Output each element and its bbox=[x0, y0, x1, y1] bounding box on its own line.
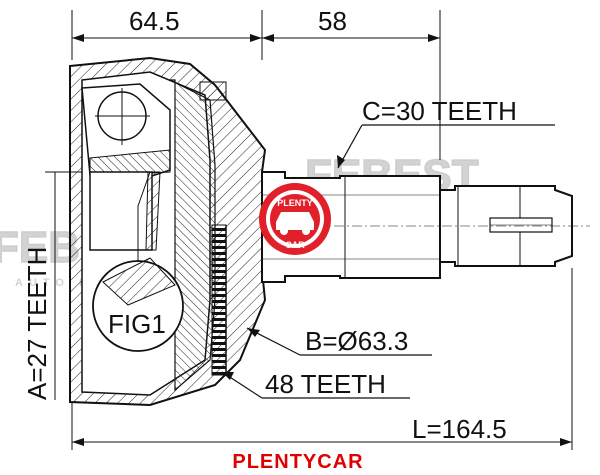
stamp-text-bottom: CAR bbox=[285, 240, 305, 250]
abs-ring bbox=[211, 224, 227, 376]
callouts: C=30 TEETH B=Ø63.3 48 TEETH bbox=[221, 96, 555, 399]
figure-label: FIG1 bbox=[108, 309, 166, 339]
dimension-top-left: 64.5 bbox=[129, 6, 180, 36]
fig1-detail: FIG1 bbox=[92, 171, 184, 352]
abs-ring-teeth-label: 48 TEETH bbox=[265, 369, 386, 399]
abs-ring-diameter-label: B=Ø63.3 bbox=[305, 326, 408, 356]
outer-spline-label: C=30 TEETH bbox=[362, 96, 517, 126]
total-length-dimension: L=164.5 bbox=[71, 268, 573, 450]
ball-cage bbox=[81, 83, 171, 251]
dimension-top-right: 58 bbox=[318, 6, 347, 36]
footer-brand: PLENTYCAR bbox=[232, 451, 363, 473]
plentycar-stamp: PLENTY CAR bbox=[259, 183, 331, 255]
stamp-text-top: PLENTY bbox=[277, 198, 313, 208]
inner-spline-label: A=27 TEETH bbox=[22, 247, 52, 400]
top-dimensions: 64.5 58 bbox=[71, 6, 441, 160]
total-length-label: L=164.5 bbox=[412, 414, 507, 444]
